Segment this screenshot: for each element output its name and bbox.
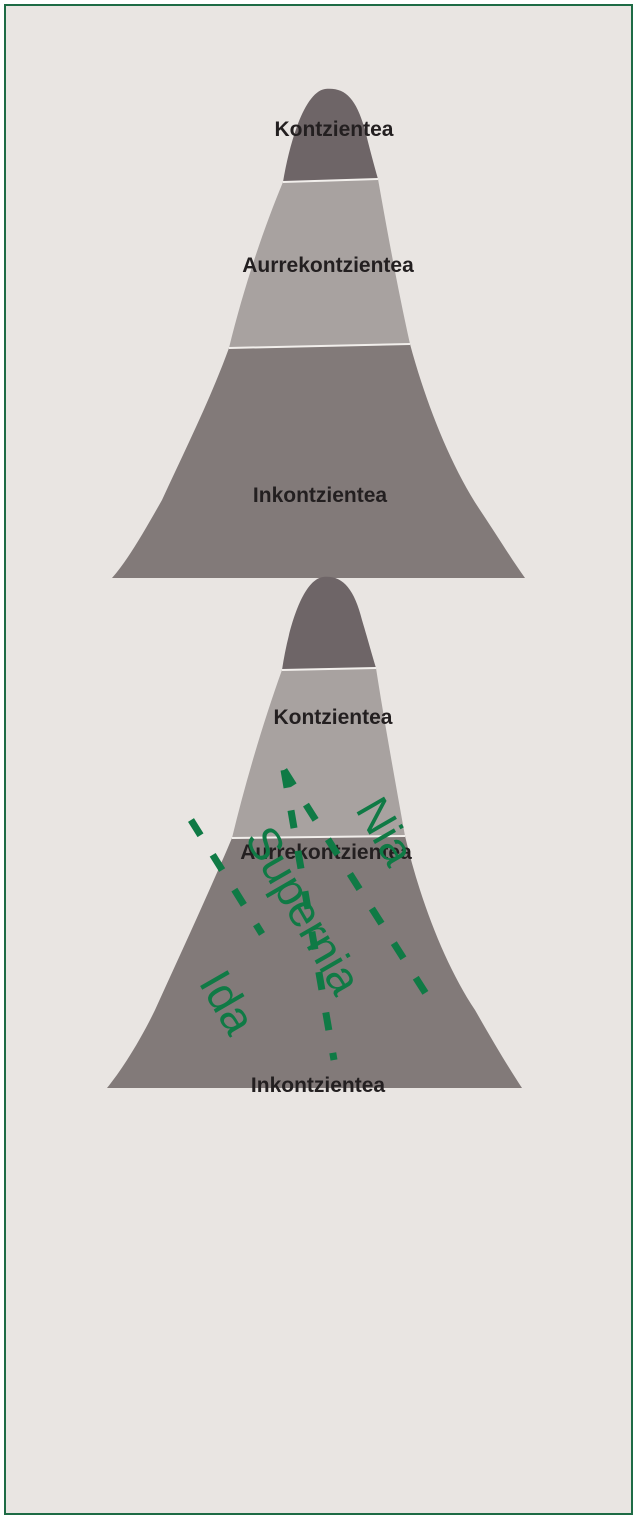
layer-divider bbox=[228, 343, 411, 349]
preconscious-layer bbox=[232, 668, 405, 838]
layer-divider bbox=[231, 835, 406, 839]
conscious-label: Kontzientea bbox=[273, 706, 392, 729]
unconscious-label: Inkontzientea bbox=[253, 484, 388, 507]
conscious-label: Kontzientea bbox=[274, 118, 393, 141]
structure-boundaries bbox=[188, 768, 431, 1061]
conscious-layer bbox=[282, 576, 376, 670]
superego-boundary-line bbox=[280, 769, 338, 1061]
layer-divider bbox=[281, 667, 377, 671]
preconscious-label: Aurrekontzientea bbox=[240, 841, 412, 864]
ego-boundary-line bbox=[281, 768, 431, 999]
unconscious-label: Inkontzientea bbox=[251, 1074, 386, 1097]
iceberg-diagram-top: Kontzientea Aurrekontzientea Inkontzient… bbox=[112, 88, 525, 578]
unconscious-layer bbox=[112, 344, 525, 578]
iceberg-diagram-bottom: Kontzientea Aurrekontzientea Inkontzient… bbox=[107, 576, 522, 1097]
layer-divider bbox=[282, 178, 379, 183]
conscious-layer bbox=[283, 88, 378, 182]
preconscious-label: Aurrekontzientea bbox=[242, 254, 414, 277]
unconscious-layer bbox=[107, 836, 522, 1088]
preconscious-layer bbox=[229, 179, 410, 348]
